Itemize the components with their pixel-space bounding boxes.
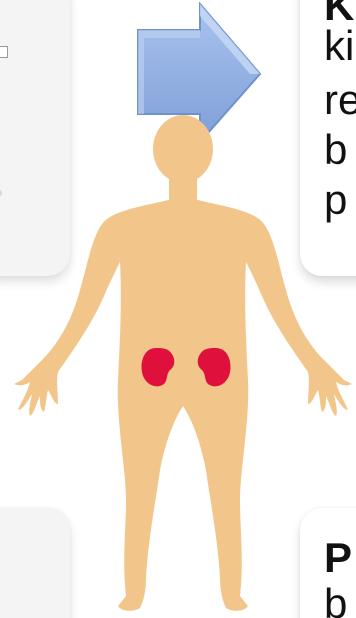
diagram-canvas: K ki re b p P b (0, 0, 356, 618)
human-body-icon (0, 0, 356, 618)
